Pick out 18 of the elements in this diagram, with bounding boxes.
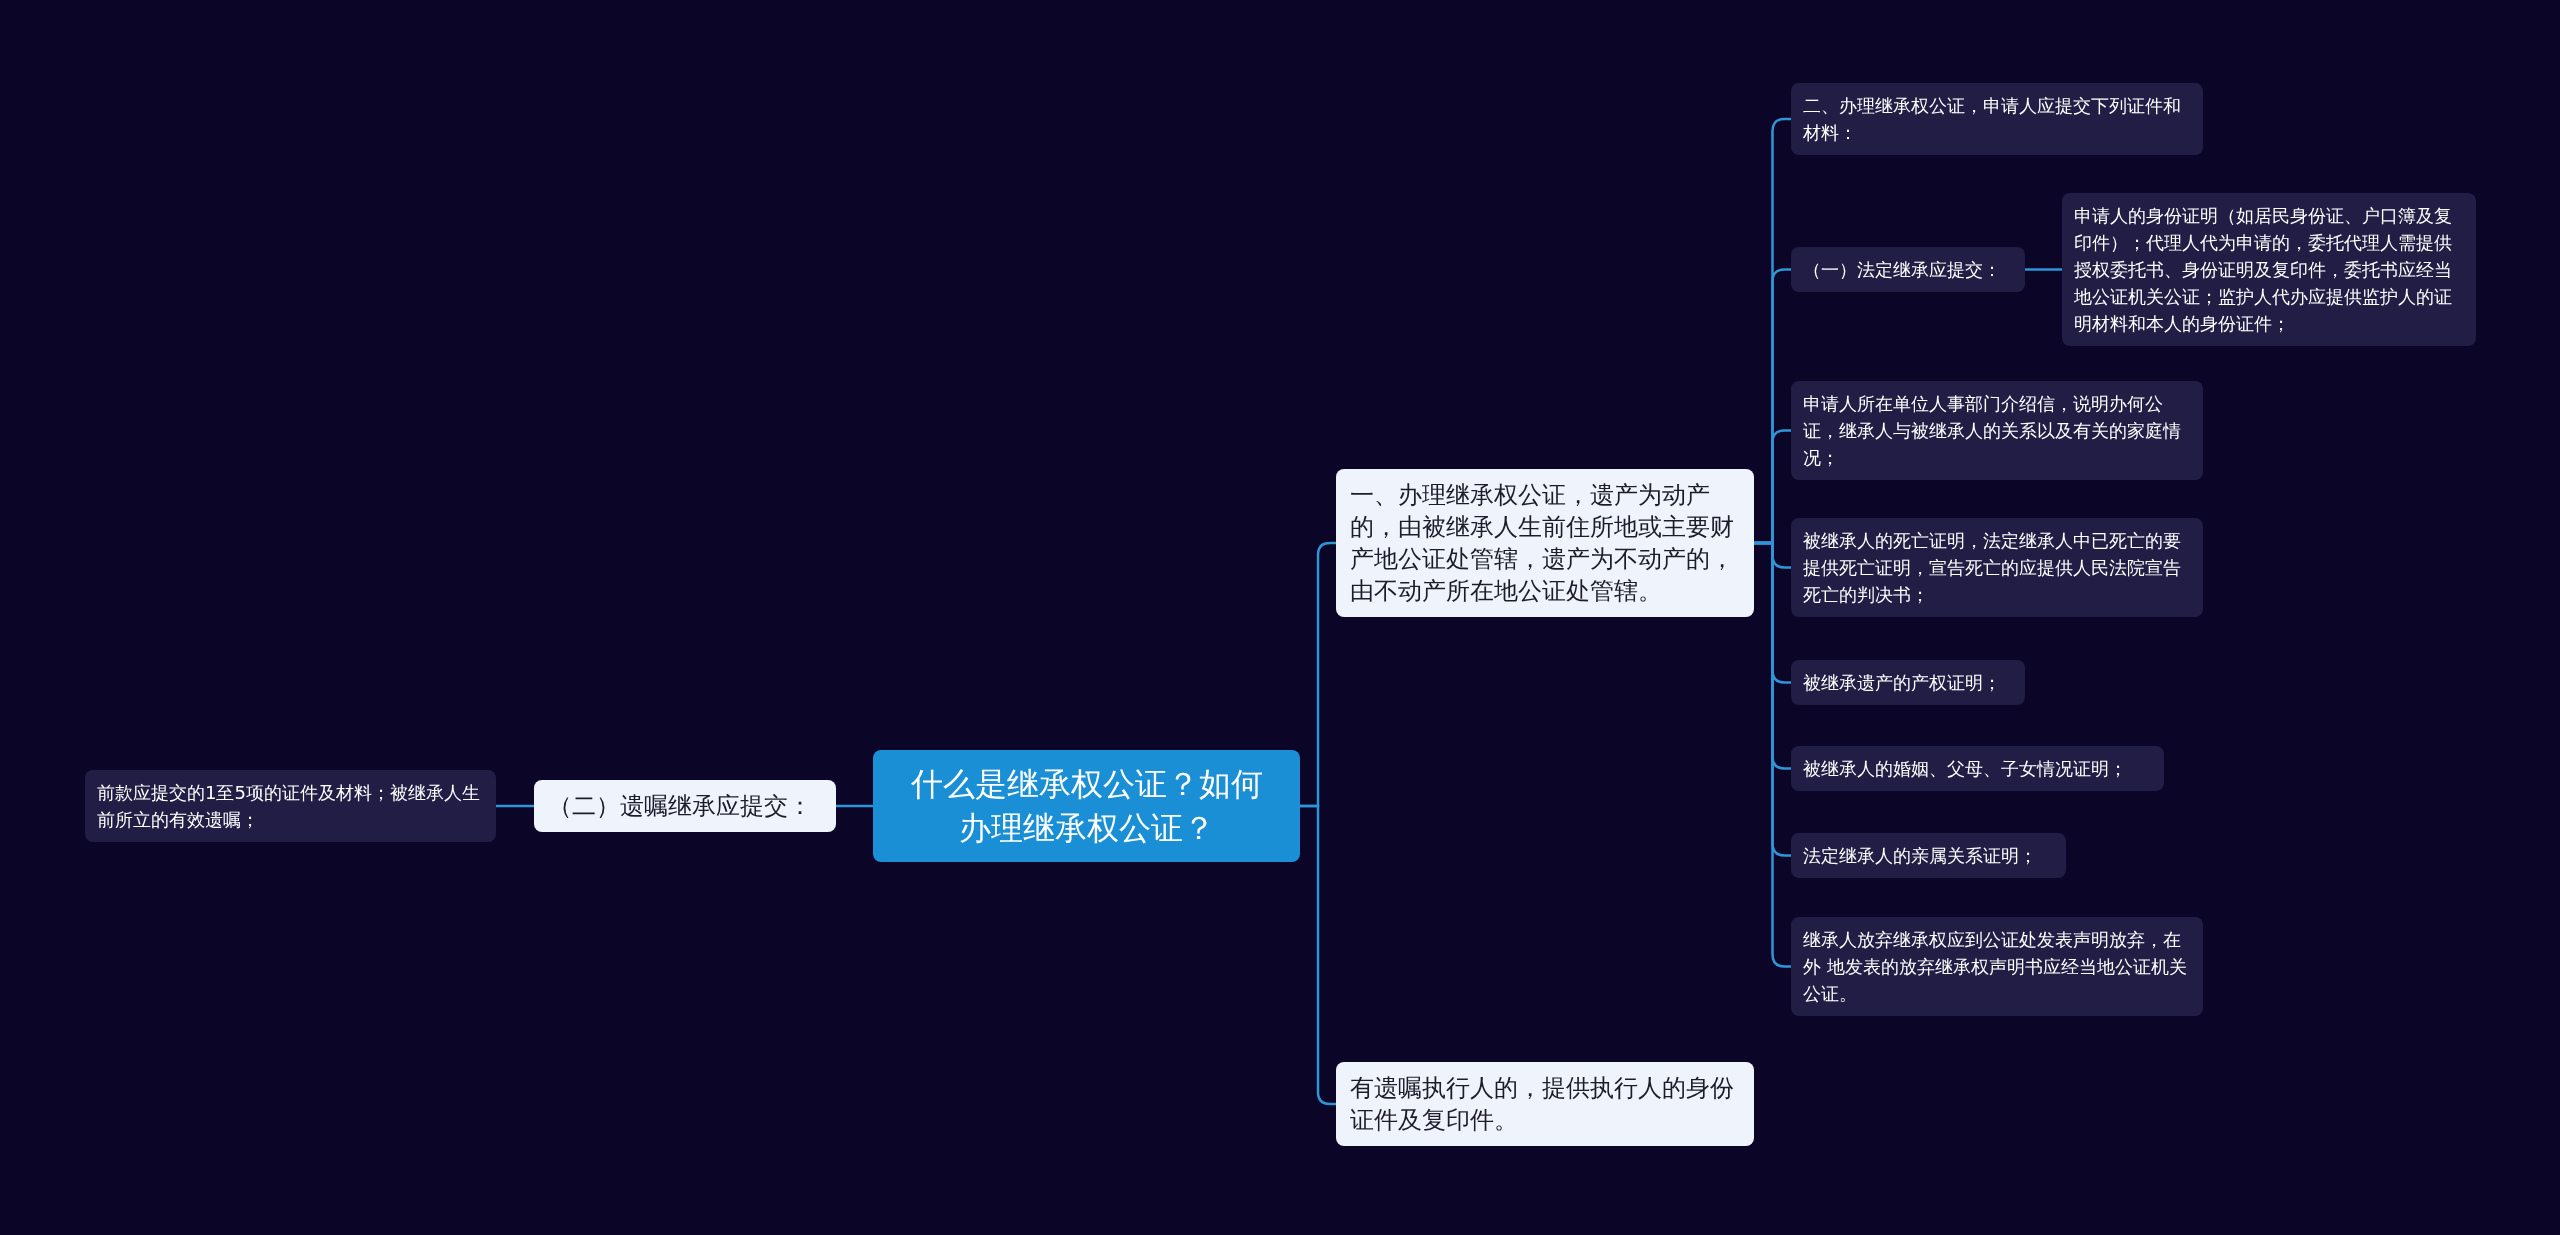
connector-line [1754, 541, 1791, 968]
subtopic-box: 申请人所在单位人事部门介绍信，说明办何公证，继承人与被继承人的关系以及有关的家庭情况； [1791, 380, 2203, 480]
subtopic-box: 二、办理继承权公证，申请人应提交下列证件和材料： [1791, 83, 2203, 155]
subtopic-box: 被继承人的婚姻、父母、子女情况证明； [1791, 745, 2164, 791]
subtopic-box: 申请人的身份证明（如居民身份证、户口簿及复印件）；代理人代为申请的，委托代理人需提供授权委托书、身份证明及复印件，委托书应经当地公证机关公证；监护人代办应提供监护人的证明材料和本人的身份证件； [2062, 192, 2476, 346]
subtopic-box: 被继承人的死亡证明，法定继承人中已死亡的要提供死亡证明，宣告死亡的应提供人民法院宣告死亡的判决书； [1791, 517, 2203, 617]
connector-line [496, 804, 534, 808]
subtopic-box: （一）法定继承应提交： [1791, 246, 2025, 292]
subtopic-box: 法定继承人的亲属关系证明； [1791, 832, 2066, 878]
subtopic-box: 前款应提交的1至5项的证件及材料；被继承人生前所立的有效遗嘱； [85, 770, 496, 842]
central-topic-box: 什么是继承权公证？如何办理继承权公证？ [873, 750, 1300, 862]
topic-box: （二）遗嘱继承应提交： [534, 780, 836, 832]
topic-box: 有遗嘱执行人的，提供执行人的身份证件及复印件。 [1336, 1062, 1754, 1146]
topic-box: 一、办理继承权公证，遗产为动产的，由被继承人生前住所地或主要财产地公证处管辖，遗产为不动产的，由不动产所在地公证处管辖。 [1336, 469, 1754, 617]
subtopic-box: 继承人放弃继承权应到公证处发表声明放弃，在外 地发表的放弃继承权声明书应经当地公证机关公证。 [1791, 916, 2203, 1016]
subtopic-box: 被继承遗产的产权证明； [1791, 659, 2025, 705]
connector-line [836, 804, 873, 808]
connector-line [2025, 268, 2062, 271]
